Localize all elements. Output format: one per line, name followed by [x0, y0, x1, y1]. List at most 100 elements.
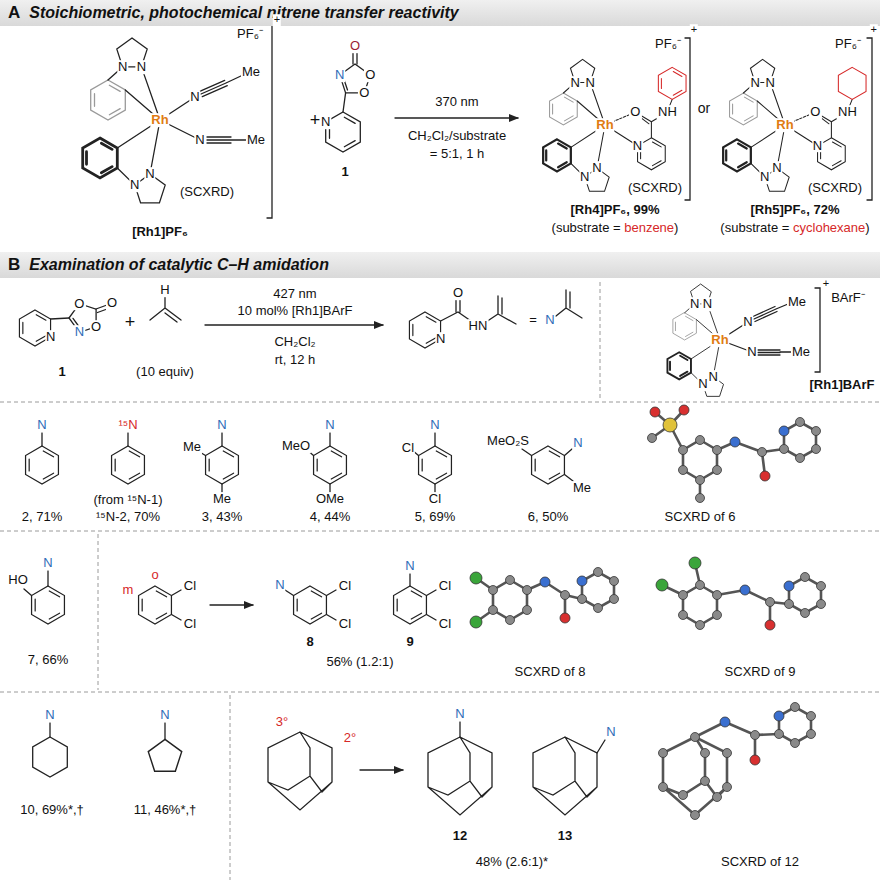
- atom-label: N: [74, 325, 85, 339]
- atom-label: Cl: [438, 617, 452, 631]
- atom-label: N: [334, 68, 345, 82]
- atom-label: N: [324, 418, 335, 432]
- atom-label: N: [429, 418, 440, 432]
- compound-label: 4, 44%: [309, 510, 351, 524]
- highlight-text: 3°: [275, 715, 289, 729]
- compound-label: 8: [305, 635, 314, 649]
- atom-label: N: [707, 370, 718, 384]
- highlight-text: benzene: [624, 220, 674, 235]
- atom-label: Me: [212, 492, 232, 506]
- note-text: (substrate =: [552, 220, 621, 235]
- charge-sign: +: [273, 14, 281, 26]
- atom-label: Cl: [338, 617, 352, 631]
- note-text: ): [865, 220, 869, 235]
- charge-sign: +: [870, 24, 878, 36]
- atom-label: Me: [241, 65, 261, 79]
- atom-label: N: [320, 115, 331, 129]
- separator-lines: [0, 282, 880, 880]
- note-text: SCXRD of 12: [720, 855, 800, 869]
- note-text: or: [697, 101, 711, 116]
- atom-label: N: [42, 556, 53, 570]
- atom-label: O: [364, 68, 376, 82]
- atom-label: N: [136, 60, 147, 74]
- compound-label: 12: [452, 829, 468, 843]
- metal-label: Rh: [710, 333, 729, 347]
- crystal-structure: [659, 703, 816, 820]
- atom-label: O: [90, 320, 102, 334]
- compound-label: 6, 50%: [527, 510, 569, 524]
- highlight-text: cyclohexane: [793, 220, 865, 235]
- highlight-text: 2°: [343, 731, 357, 745]
- panel-title: Examination of catalytic C–H amidation: [29, 256, 329, 274]
- panel-header: B Examination of catalytic C–H amidation: [0, 252, 880, 278]
- compound-label: 9: [405, 635, 414, 649]
- atom-label: N: [749, 76, 760, 90]
- atom-label: Cl: [183, 617, 197, 631]
- atom-label: N: [764, 76, 775, 90]
- atom-label: N: [435, 332, 446, 346]
- atom-label: N: [454, 707, 465, 721]
- charge-sign: +: [822, 278, 830, 290]
- crystal-structure: [648, 405, 821, 503]
- compound-label: 3, 43%: [201, 510, 243, 524]
- atom-label: HN: [468, 319, 489, 333]
- panel-letter: B: [8, 255, 20, 275]
- compound-label: [Rh1]PF₆: [131, 225, 189, 239]
- atom-label: Cl: [438, 579, 452, 593]
- note-text: CH₂Cl₂: [273, 335, 316, 349]
- atom-label: O: [106, 296, 118, 310]
- compound-label: 1: [57, 365, 66, 379]
- atom-label: N: [129, 178, 140, 192]
- note-text: rt, 12 h: [274, 353, 316, 367]
- metal-label: Rh: [775, 118, 794, 132]
- note-text: (SCXRD): [179, 185, 235, 199]
- atom-label: O: [73, 297, 85, 311]
- note-text: CH₂Cl₂/substrate: [407, 129, 507, 143]
- highlight-text: ¹⁵N: [117, 418, 138, 432]
- note-text: (10 equiv): [135, 365, 195, 379]
- atom-label: NH: [837, 105, 858, 119]
- atom-label: MeO₂S: [486, 434, 530, 448]
- note-text: SCXRD of 9: [724, 665, 797, 679]
- atom-label: H: [159, 283, 170, 297]
- atom-label: O: [358, 86, 370, 100]
- compound-label: 11, 46%*,†: [133, 803, 198, 817]
- atom-label: N: [579, 170, 590, 184]
- note-text: 370 nm: [434, 95, 479, 109]
- compound-label: 10, 69%*,†: [19, 803, 85, 817]
- atom-label: N: [117, 60, 128, 74]
- atom-label: O: [349, 39, 361, 53]
- compound-label: 13: [557, 829, 573, 843]
- atom-label: N: [591, 161, 602, 175]
- compound-label: ¹⁵N-2, 70%: [95, 510, 161, 524]
- label-row: (substrate =benzene): [551, 221, 680, 235]
- note-text: (from ¹⁵N-1): [93, 493, 164, 507]
- atom-label: Cl: [428, 492, 442, 506]
- atom-label: N: [771, 161, 782, 175]
- note-text: SCXRD of 6: [664, 510, 737, 524]
- note-text: BArF⁻: [830, 291, 866, 305]
- atom-label: Me: [182, 440, 202, 454]
- atom-label: N: [742, 315, 753, 329]
- atom-label: N: [274, 578, 285, 592]
- compound-label: [Rh5]PF₆, 72%: [750, 203, 841, 217]
- note-text: SCXRD of 8: [514, 665, 587, 679]
- metal-label: Rh: [595, 118, 614, 132]
- crystal-structure: [656, 557, 826, 630]
- note-text: (SCXRD): [807, 181, 863, 195]
- charge-sign: +: [690, 24, 698, 36]
- operator-sign: +: [124, 313, 137, 332]
- atom-label: MeO: [281, 439, 311, 453]
- atom-label: N: [632, 139, 643, 153]
- note-text: PF₆⁻: [654, 37, 682, 51]
- atom-label: N: [812, 139, 823, 153]
- note-text: 56% (1.2:1): [325, 655, 394, 669]
- note-text: 10 mol% [Rh1]BArF: [237, 304, 354, 318]
- atom-label: N: [689, 297, 700, 311]
- atom-label: N: [144, 167, 155, 181]
- label-row: (substrate =cyclohexane): [719, 221, 870, 235]
- note-text: (SCXRD): [627, 181, 683, 195]
- compound-label: [Rh4]PF₆, 99%: [570, 203, 661, 217]
- atom-label: N: [697, 377, 708, 391]
